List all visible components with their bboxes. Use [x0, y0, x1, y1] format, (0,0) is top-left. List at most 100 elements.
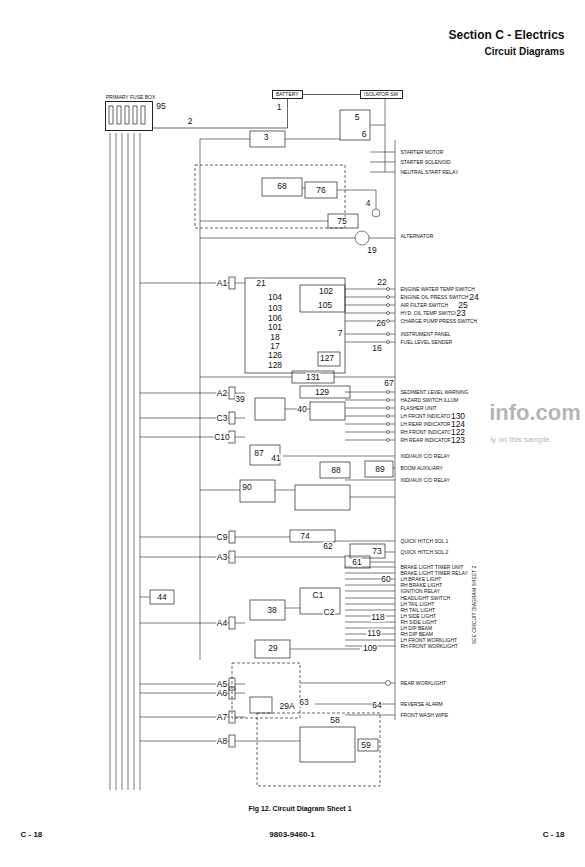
wire: [345, 342, 395, 343]
callout-number: 123: [450, 436, 465, 445]
callout-number: 59: [361, 741, 371, 750]
fuse-symbol: [133, 106, 137, 124]
wire: [235, 623, 245, 624]
wire-label: STARTER MOTOR: [400, 150, 444, 155]
wire: [290, 649, 360, 650]
callout-number: 41: [271, 454, 281, 463]
wire: [345, 408, 395, 409]
wire-label: IGNITION RELAY: [400, 589, 441, 594]
watermark: info.com: [489, 402, 582, 424]
wire: [345, 567, 395, 568]
wire: [245, 557, 345, 558]
wire-label: LH BRAKE LIGHT: [400, 577, 442, 582]
wire: [122, 133, 123, 790]
wire: [345, 297, 395, 298]
callout-number: 22: [377, 278, 387, 287]
fuse-box: PRIMARY FUSE BOX: [105, 101, 153, 131]
wire-label: FUEL LEVEL SENDER: [400, 340, 453, 345]
callout-number: 88: [331, 466, 341, 475]
wire-label: RH DIP BEAM: [400, 632, 433, 637]
terminal: [387, 341, 390, 344]
wire: [200, 139, 201, 660]
wire: [200, 238, 355, 239]
callout-number: 19: [367, 246, 377, 255]
wash-wipe-switch: [300, 727, 355, 762]
wire: [200, 139, 250, 140]
callout-number: 23: [456, 309, 466, 318]
wire-connector: [153, 99, 288, 128]
fuse-symbol: [141, 106, 145, 124]
callout-number: 3: [263, 133, 269, 142]
wire: [350, 497, 395, 498]
callout-number: C1: [312, 591, 324, 600]
wire: [302, 188, 305, 189]
wire-label: QUICK HITCH SOL 1: [400, 539, 449, 544]
wire-label: RH FRONT INDICATOR: [400, 430, 455, 435]
callout-number: 63: [299, 698, 309, 707]
callout-number: A5: [216, 680, 227, 689]
wire: [345, 480, 395, 481]
fuse-symbol: [229, 531, 235, 543]
callout-number: 87: [254, 449, 264, 458]
callout-number: 104: [267, 293, 282, 302]
callout-number: 7: [337, 329, 343, 338]
wire: [385, 552, 395, 553]
fuse-symbol: [229, 412, 235, 424]
callout-number: 61: [352, 558, 362, 567]
wire: [345, 640, 395, 641]
wire-label: REAR WORKLIGHT: [400, 681, 447, 686]
wire-label: LH TAIL LIGHT: [400, 602, 435, 607]
callout-number: 58: [330, 716, 340, 725]
callout-number: 6: [361, 130, 367, 139]
wire: [345, 610, 395, 611]
wire: [345, 289, 395, 290]
wire: [345, 321, 395, 322]
callout-number: 16: [372, 344, 382, 353]
watermark: ly on this sample: [490, 436, 551, 444]
component-box: [328, 214, 358, 228]
terminal: [387, 312, 390, 315]
callout-number: 128: [267, 361, 282, 370]
wire: [393, 468, 395, 469]
wire-label: FRONT WASH WIPE: [400, 713, 449, 718]
page-footer: C - 18: [542, 831, 565, 839]
wire: [370, 562, 395, 563]
indicator-lamp: [387, 439, 390, 442]
page-footer: 9803-9460-1: [269, 831, 315, 839]
wire: [345, 715, 395, 716]
callout-number: 73: [372, 547, 382, 556]
wire-label: QUICK HITCH SOL 2: [400, 550, 449, 555]
wire: [315, 704, 395, 705]
wire: [128, 133, 129, 790]
alternator-symbol: [355, 231, 369, 245]
callout-number: 126: [267, 351, 282, 360]
wire-label: NEUTRAL START RELAY: [400, 170, 459, 175]
wire-label: FLASHER UNIT: [400, 406, 437, 411]
wire-label: RH FRONT WORKLIGHT: [400, 644, 458, 649]
callout-number: 60: [381, 575, 391, 584]
wire: [235, 437, 245, 438]
callout-number: 105: [317, 301, 332, 310]
callout-number: 1: [276, 103, 282, 112]
wire: [140, 597, 150, 598]
wire-label: REVERSE ALARM: [400, 702, 443, 707]
box-label: BATTERY: [276, 92, 299, 97]
indicator-lamp: [387, 423, 390, 426]
wire-label: BRAKE LIGHT TIMER UNIT: [400, 565, 464, 570]
wire: [245, 537, 290, 538]
component-box: [318, 352, 340, 366]
wire: [235, 393, 245, 394]
fuse-symbol: [229, 551, 235, 563]
wire-label: BOOM AUXILIARY: [400, 466, 443, 471]
wire: [345, 416, 395, 417]
callout-number: 40: [297, 405, 307, 414]
fuse-symbol: [125, 106, 129, 124]
callout-number: 129: [314, 388, 329, 397]
terminal: [387, 391, 390, 394]
callout-number: 74: [300, 532, 310, 541]
fuse-symbol: [229, 735, 235, 747]
callout-number: C2: [323, 608, 335, 617]
component-box: [300, 386, 350, 398]
